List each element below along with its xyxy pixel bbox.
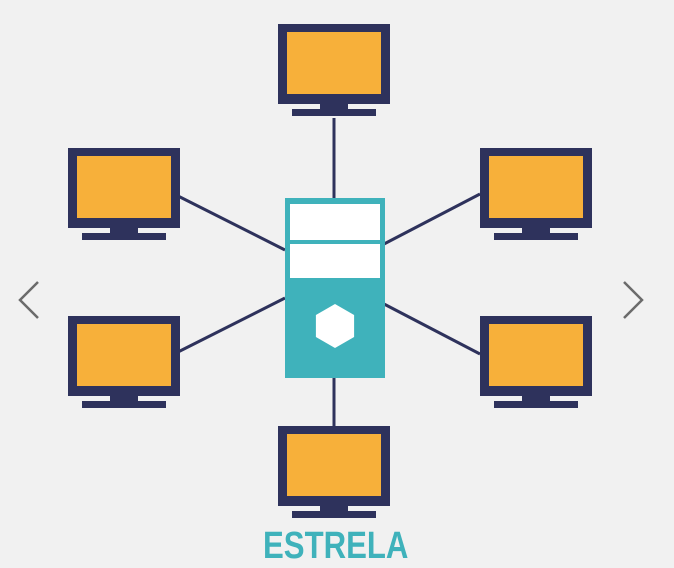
monitor-icon	[480, 316, 592, 408]
monitor-icon	[278, 426, 390, 518]
monitor-icon	[68, 148, 180, 240]
carousel-prev-button[interactable]	[8, 276, 48, 324]
hexagon-icon	[315, 304, 355, 348]
server-icon	[285, 198, 385, 378]
star-topology-diagram	[68, 24, 592, 518]
chevron-right-icon	[623, 281, 644, 319]
link-server-upper-right	[383, 192, 481, 246]
link-server-lower-left	[177, 296, 286, 354]
monitor-icon	[278, 24, 390, 116]
link-server-lower-right	[383, 302, 481, 356]
carousel-next-button[interactable]	[614, 276, 654, 324]
diagram-caption: ESTRELA	[263, 525, 409, 567]
chevron-left-icon	[18, 281, 39, 319]
link-server-upper-left	[177, 194, 286, 252]
monitor-icon	[68, 316, 180, 408]
monitor-icon	[480, 148, 592, 240]
